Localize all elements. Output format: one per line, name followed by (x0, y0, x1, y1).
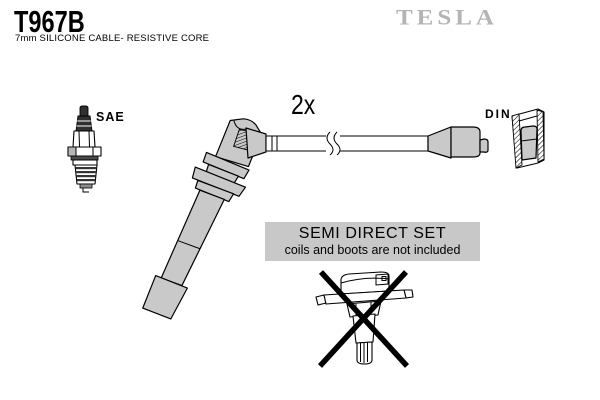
din-label: DIN (485, 107, 512, 121)
part-number: T967B (14, 4, 85, 39)
cable-break-icon (326, 131, 341, 156)
quantity-label: 2x (291, 89, 316, 120)
din-boot-cross-section-illustration (511, 108, 545, 169)
spark-plug-illustration (67, 105, 102, 193)
coil-boot-and-cable-illustration (142, 118, 489, 320)
brand-logo: TESLA (396, 6, 498, 30)
din-connector-end-illustration (427, 126, 489, 159)
info-box: SEMI DIRECT SET coils and boots are not … (265, 222, 480, 261)
crossed-out-ignition-coil-illustration (315, 270, 414, 368)
prohibition-x-icon (317, 270, 410, 368)
sae-label: SAE (96, 110, 125, 124)
info-box-title: SEMI DIRECT SET (298, 225, 447, 242)
product-subtitle: 7mm SILICONE CABLE- RESISTIVE CORE (15, 33, 210, 44)
info-box-note: coils and boots are not included (284, 243, 461, 257)
